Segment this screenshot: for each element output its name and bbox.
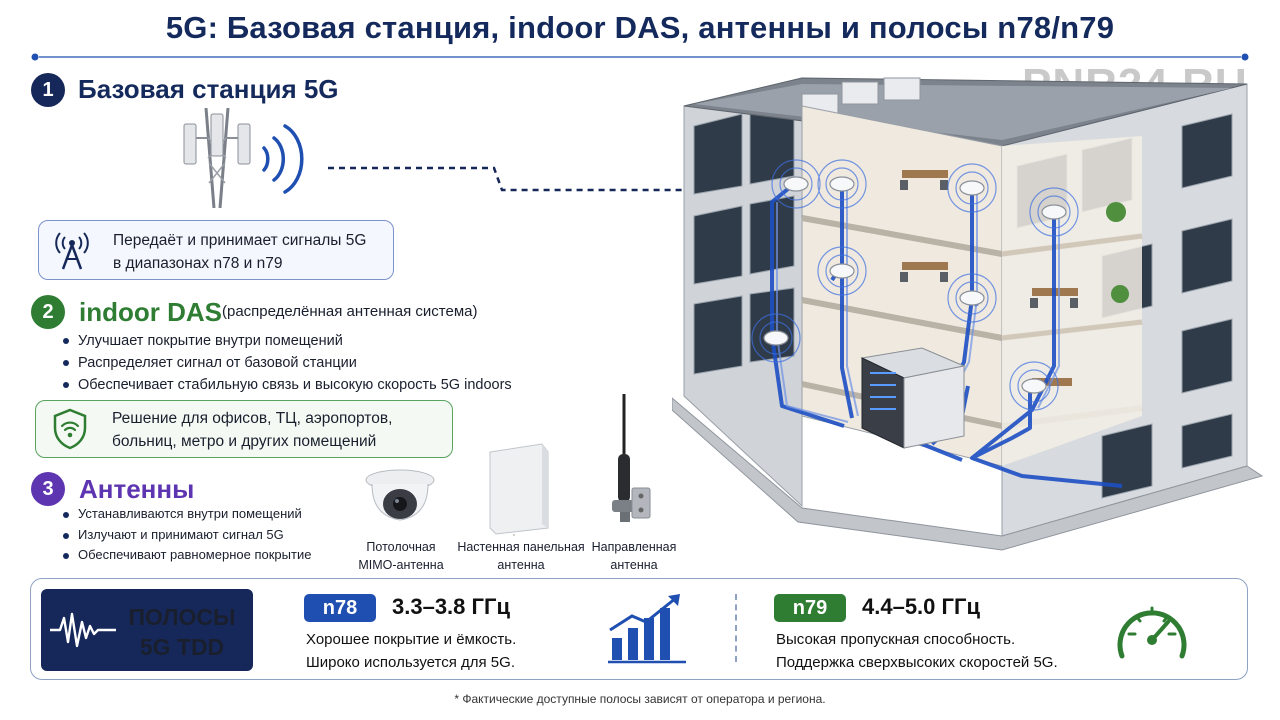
bands-label-box — [41, 589, 253, 671]
n79-frequency: 4.4–5.0 ГГц — [862, 594, 980, 619]
caption-line: антенна — [610, 558, 658, 572]
panel-antenna-icon — [489, 443, 549, 536]
caption-line: Потолочная — [366, 540, 436, 554]
antenna-caption: Потолочная MIMO-антенна — [336, 538, 466, 574]
cell-tower-icon — [55, 232, 89, 270]
n79-desc-line: Поддержка сверхвысоких скоростей 5G. — [776, 654, 1058, 671]
section2-info-box: Решение для офисов, ТЦ, аэропортов, боль… — [35, 400, 453, 458]
footnote: * Фактические доступные полосы зависят о… — [454, 692, 826, 706]
section2-number: 2 — [31, 295, 65, 329]
section1-number: 1 — [31, 73, 65, 107]
section2-subheading: (распределённая антенная система) — [222, 303, 478, 320]
section1-info-line: Передаёт и принимает сигналы 5G — [113, 232, 367, 249]
antenna-caption: Направленная антенна — [576, 538, 692, 574]
section3-number: 3 — [31, 472, 65, 506]
list-item: Устанавливаются внутри помещений — [60, 504, 340, 525]
base-station-tower-icon — [183, 108, 304, 208]
caption-line: MIMO-антенна — [358, 558, 444, 572]
section3-heading: Антенны — [79, 474, 195, 504]
list-item: Излучают и принимают сигнал 5G — [60, 525, 340, 546]
n78-badge: n78 — [304, 594, 376, 622]
section1-heading: Базовая станция 5G — [78, 74, 339, 104]
n78-frequency: 3.3–3.8 ГГц — [392, 594, 510, 619]
caption-line: Направленная — [591, 540, 677, 554]
speedometer-icon — [1117, 606, 1187, 659]
title-divider — [31, 53, 1249, 61]
page-title: 5G: Базовая станция, indoor DAS, антенны… — [165, 10, 1115, 45]
section2-heading: indoor DAS — [79, 297, 222, 327]
list-item: Обеспечивают равномерное покрытие — [60, 545, 340, 566]
shield-wifi-icon — [53, 408, 87, 450]
n78-description: Хорошее покрытие и ёмкость. Широко испол… — [306, 628, 516, 674]
antenna-caption: Настенная панельная антенна — [456, 538, 586, 574]
signal-link-dashed-line — [328, 166, 714, 192]
section2-bullets: Улучшает покрытие внутри помещений Распр… — [60, 330, 560, 396]
section2-info-line: больниц, метро и других помещений — [112, 433, 377, 450]
n79-badge: n79 — [774, 594, 846, 622]
bands-divider — [735, 594, 737, 662]
section1-info-box: Передаёт и принимает сигналы 5G в диапаз… — [38, 220, 394, 280]
list-item: Улучшает покрытие внутри помещений — [60, 330, 560, 352]
building-das-illustration — [672, 77, 1264, 551]
caption-line: антенна — [497, 558, 545, 572]
bands-label-line: 5G TDD — [139, 634, 225, 660]
bands-label-line: ПОЛОСЫ — [128, 604, 236, 630]
caption-line: Настенная панельная — [457, 540, 585, 554]
growth-chart-icon — [608, 594, 686, 664]
n78-desc-line: Широко используется для 5G. — [306, 654, 515, 671]
list-item: Обеспечивает стабильную связь и высокую … — [60, 374, 560, 396]
n79-description: Высокая пропускная способность. Поддержк… — [776, 628, 1058, 674]
bands-label: ПОЛОСЫ 5G TDD — [117, 602, 247, 662]
waveform-icon — [50, 612, 116, 648]
section1-info-line: в диапазонах n78 и n79 — [113, 255, 283, 272]
ceiling-antenna-icon — [365, 469, 435, 521]
section2-info-line: Решение для офисов, ТЦ, аэропортов, — [112, 410, 393, 427]
section3-bullets: Устанавливаются внутри помещений Излучаю… — [60, 504, 340, 566]
directional-antenna-icon — [612, 394, 651, 522]
n79-desc-line: Высокая пропускная способность. — [776, 631, 1016, 648]
n78-desc-line: Хорошее покрытие и ёмкость. — [306, 631, 517, 648]
list-item: Распределяет сигнал от базовой станции — [60, 352, 560, 374]
